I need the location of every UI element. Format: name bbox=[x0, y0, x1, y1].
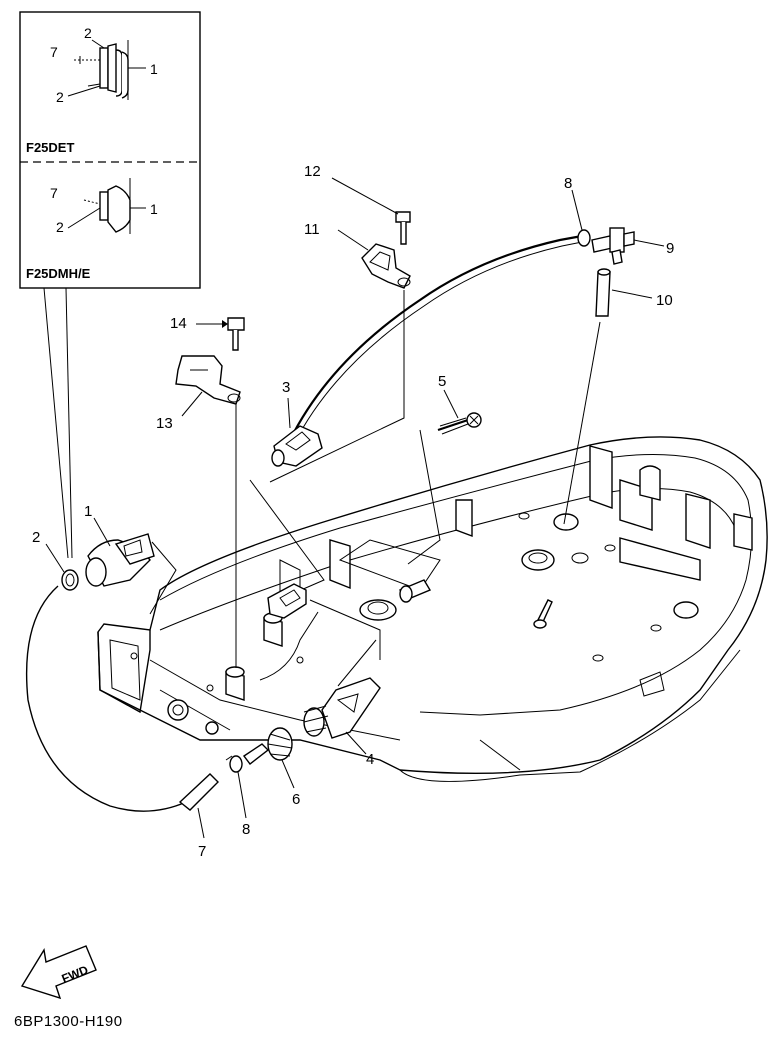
inset-model-f25det: F25DET bbox=[26, 140, 74, 155]
callout-9: 9 bbox=[666, 240, 674, 257]
part-8-clip-lower bbox=[225, 755, 243, 773]
part-11-holder bbox=[361, 243, 411, 289]
part-5-screw bbox=[437, 412, 482, 435]
inset1-label-1: 1 bbox=[150, 61, 158, 77]
callout-6: 6 bbox=[292, 791, 300, 808]
fwd-arrow-icon: FWD bbox=[20, 945, 97, 1000]
detail-inset-box: 7 2 1 2 F25DET 7 1 2 F25DMH/E bbox=[19, 11, 201, 289]
inset2-label-1: 1 bbox=[150, 201, 158, 217]
callout-11: 11 bbox=[304, 221, 320, 238]
part-2-clip bbox=[61, 569, 79, 591]
part-13-holder bbox=[175, 355, 241, 405]
part-10-hose bbox=[595, 268, 611, 317]
inset2-label-2: 2 bbox=[56, 219, 64, 235]
callout-2: 2 bbox=[32, 529, 40, 546]
callout-12: 12 bbox=[304, 163, 321, 180]
callout-8-upper: 8 bbox=[564, 175, 572, 192]
inset1-label-2-top: 2 bbox=[84, 25, 92, 41]
callout-4: 4 bbox=[366, 751, 374, 768]
part-4-grommet bbox=[303, 677, 381, 739]
part-1-grommet bbox=[85, 533, 155, 587]
inset-model-f25dmh: F25DMH/E bbox=[26, 266, 91, 281]
callout-1: 1 bbox=[84, 503, 92, 520]
inset-grommet-f25det bbox=[74, 40, 129, 100]
inner-hose-fitting bbox=[533, 599, 553, 629]
inner-fitting-left bbox=[398, 579, 432, 603]
bottom-cowling bbox=[97, 436, 768, 782]
inset1-label-2-bottom: 2 bbox=[56, 89, 64, 105]
callout-8-lower: 8 bbox=[242, 821, 250, 838]
callout-13: 13 bbox=[156, 415, 173, 432]
inner-grommet bbox=[267, 583, 307, 619]
part-8-clip-upper bbox=[577, 229, 591, 247]
inset-grommet-f25dmh bbox=[83, 178, 131, 234]
part-12-bolt bbox=[395, 211, 411, 245]
part-6-fitting bbox=[242, 727, 293, 765]
drawing-code: 6BP1300-H190 bbox=[14, 1013, 123, 1030]
callout-3: 3 bbox=[282, 379, 290, 396]
part-7-hose bbox=[178, 773, 219, 811]
part-3-grommet bbox=[271, 425, 323, 467]
callout-10: 10 bbox=[656, 292, 673, 309]
callout-7: 7 bbox=[198, 843, 206, 860]
callout-14: 14 bbox=[170, 315, 187, 332]
callout-leaders bbox=[45, 177, 665, 839]
inset1-label-7: 7 bbox=[50, 44, 58, 60]
part-14-bolt bbox=[227, 317, 245, 351]
part-9-tee bbox=[591, 227, 635, 265]
inset2-label-7: 7 bbox=[50, 185, 58, 201]
callout-5: 5 bbox=[438, 373, 446, 390]
